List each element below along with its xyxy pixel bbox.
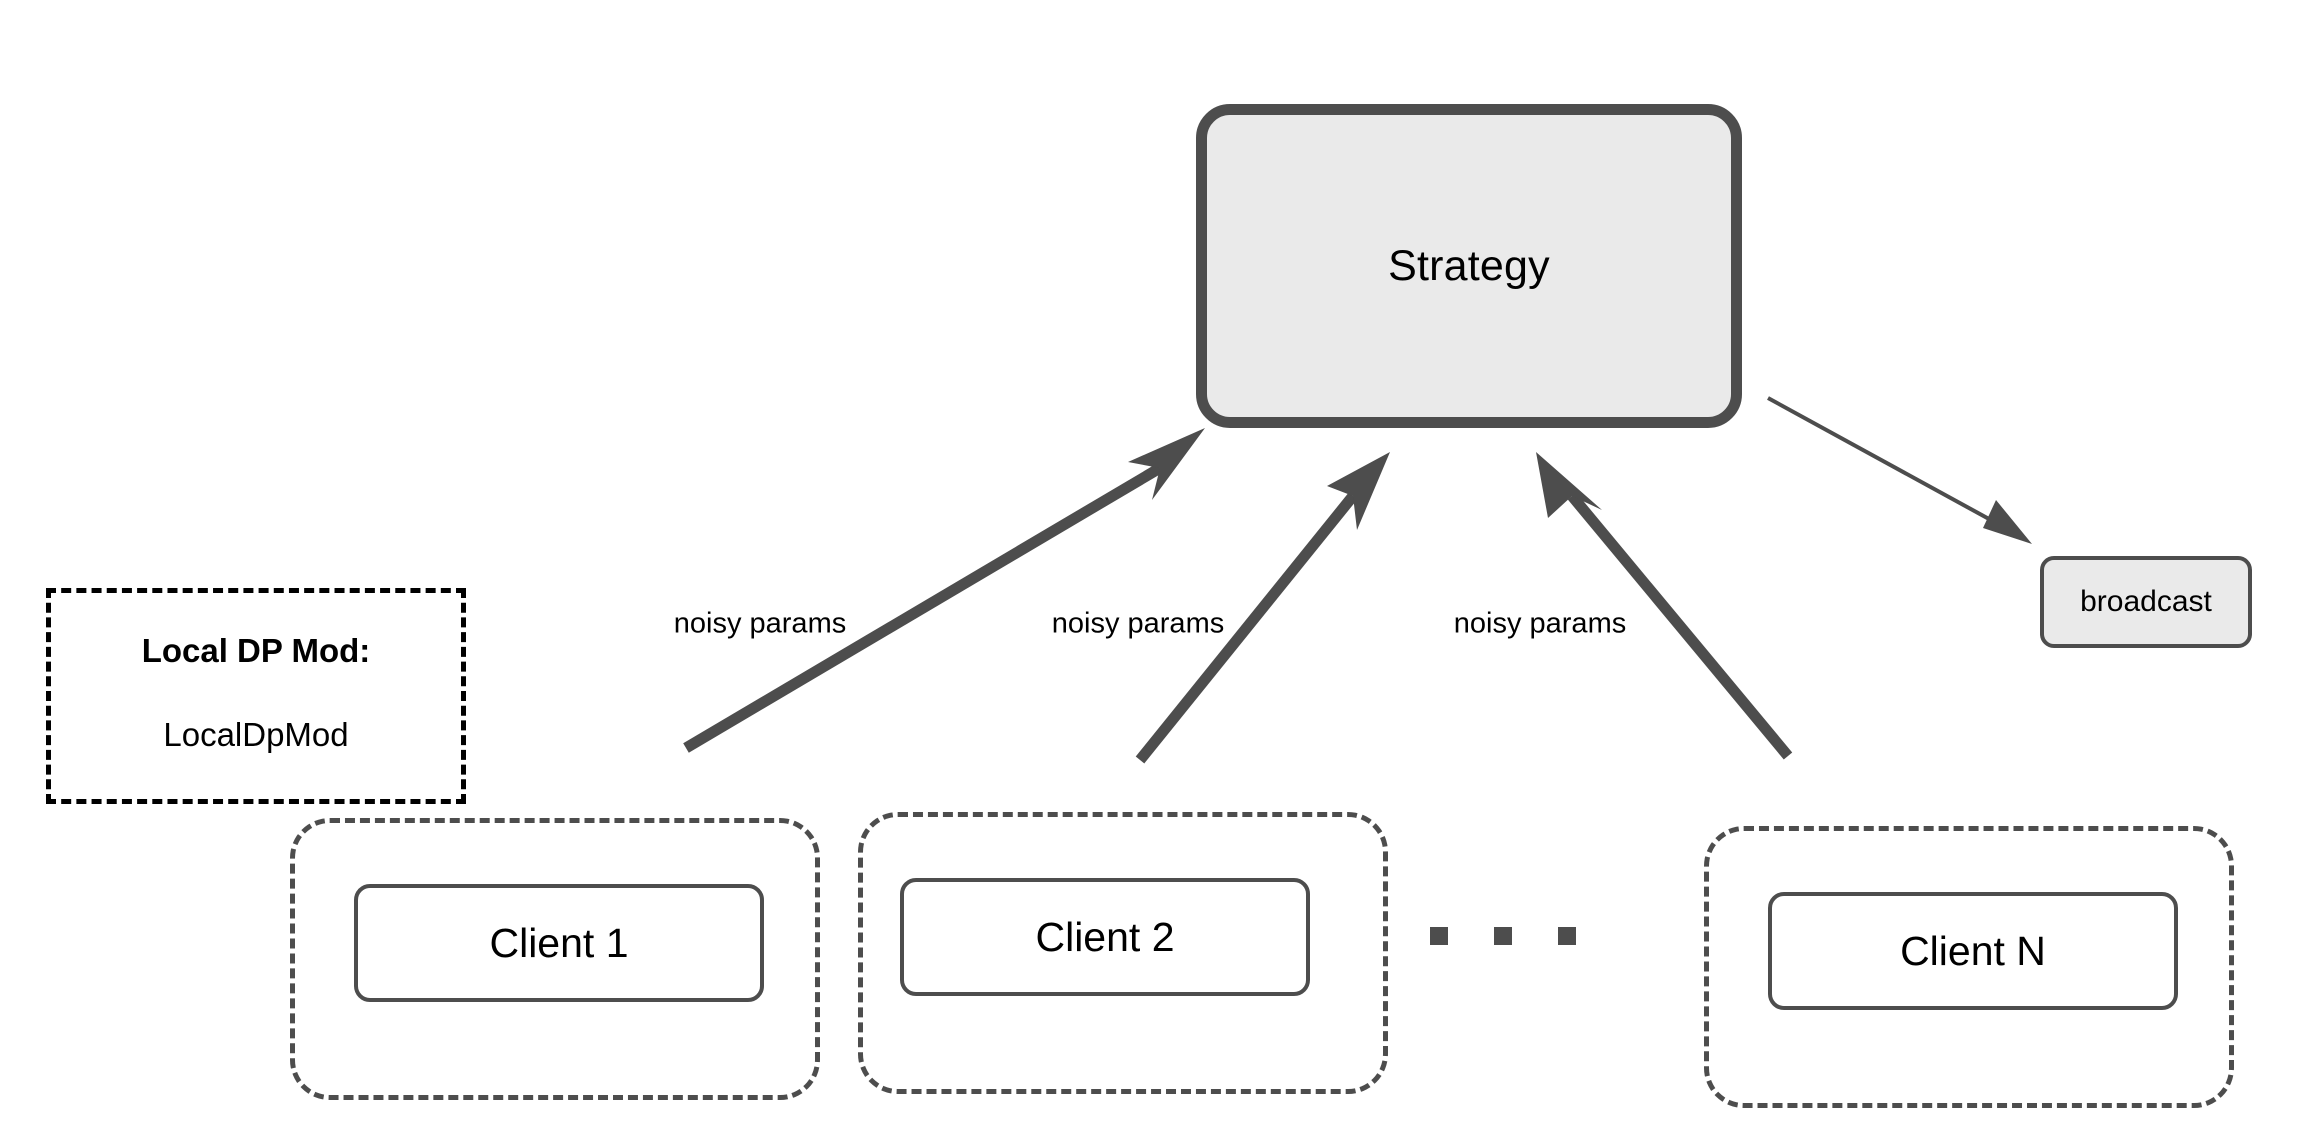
- client-node-2[interactable]: Client 2: [900, 878, 1310, 996]
- arrowhead-client1: [1128, 428, 1205, 500]
- arrowhead-clientN: [1536, 452, 1602, 518]
- client-group-n: [1704, 826, 2234, 1108]
- edge-label-noisy-params-1: noisy params: [673, 607, 847, 640]
- client-label-n: Client N: [1900, 927, 2046, 974]
- arrowhead-client2: [1327, 452, 1390, 530]
- ellipsis-dot-icon: [1430, 927, 1448, 945]
- edge-label-noisy-params-2: noisy params: [1051, 607, 1225, 640]
- edge-client2-to-strategy: [1135, 452, 1390, 764]
- edge-label-noisy-params-3: noisy params: [1453, 607, 1627, 640]
- broadcast-label: broadcast: [2080, 585, 2212, 618]
- client-group-2: [858, 812, 1388, 1094]
- edge-client1-to-strategy: [683, 428, 1205, 753]
- edge-strategy-to-broadcast: [1767, 396, 2032, 544]
- arrowhead-broadcast: [1983, 500, 2032, 544]
- broadcast-node[interactable]: broadcast: [2040, 556, 2252, 648]
- client-group-1: [290, 818, 820, 1100]
- legend-value: LocalDpMod: [163, 716, 349, 753]
- local-dp-mod-legend: Local DP Mod: LocalDpMod: [46, 588, 466, 804]
- client-label-1: Client 1: [489, 919, 629, 966]
- client-node-n[interactable]: Client N: [1768, 892, 2178, 1010]
- strategy-label: Strategy: [1388, 241, 1550, 290]
- client-label-2: Client 2: [1035, 913, 1175, 960]
- legend-title: Local DP Mod:: [141, 632, 371, 669]
- strategy-node[interactable]: Strategy: [1196, 104, 1742, 428]
- ellipsis-dot-icon: [1494, 927, 1512, 945]
- ellipsis-dot-icon: [1558, 927, 1576, 945]
- client-node-1[interactable]: Client 1: [354, 884, 764, 1002]
- clients-ellipsis: [1430, 926, 1576, 946]
- edge-clientN-to-strategy: [1536, 452, 1793, 760]
